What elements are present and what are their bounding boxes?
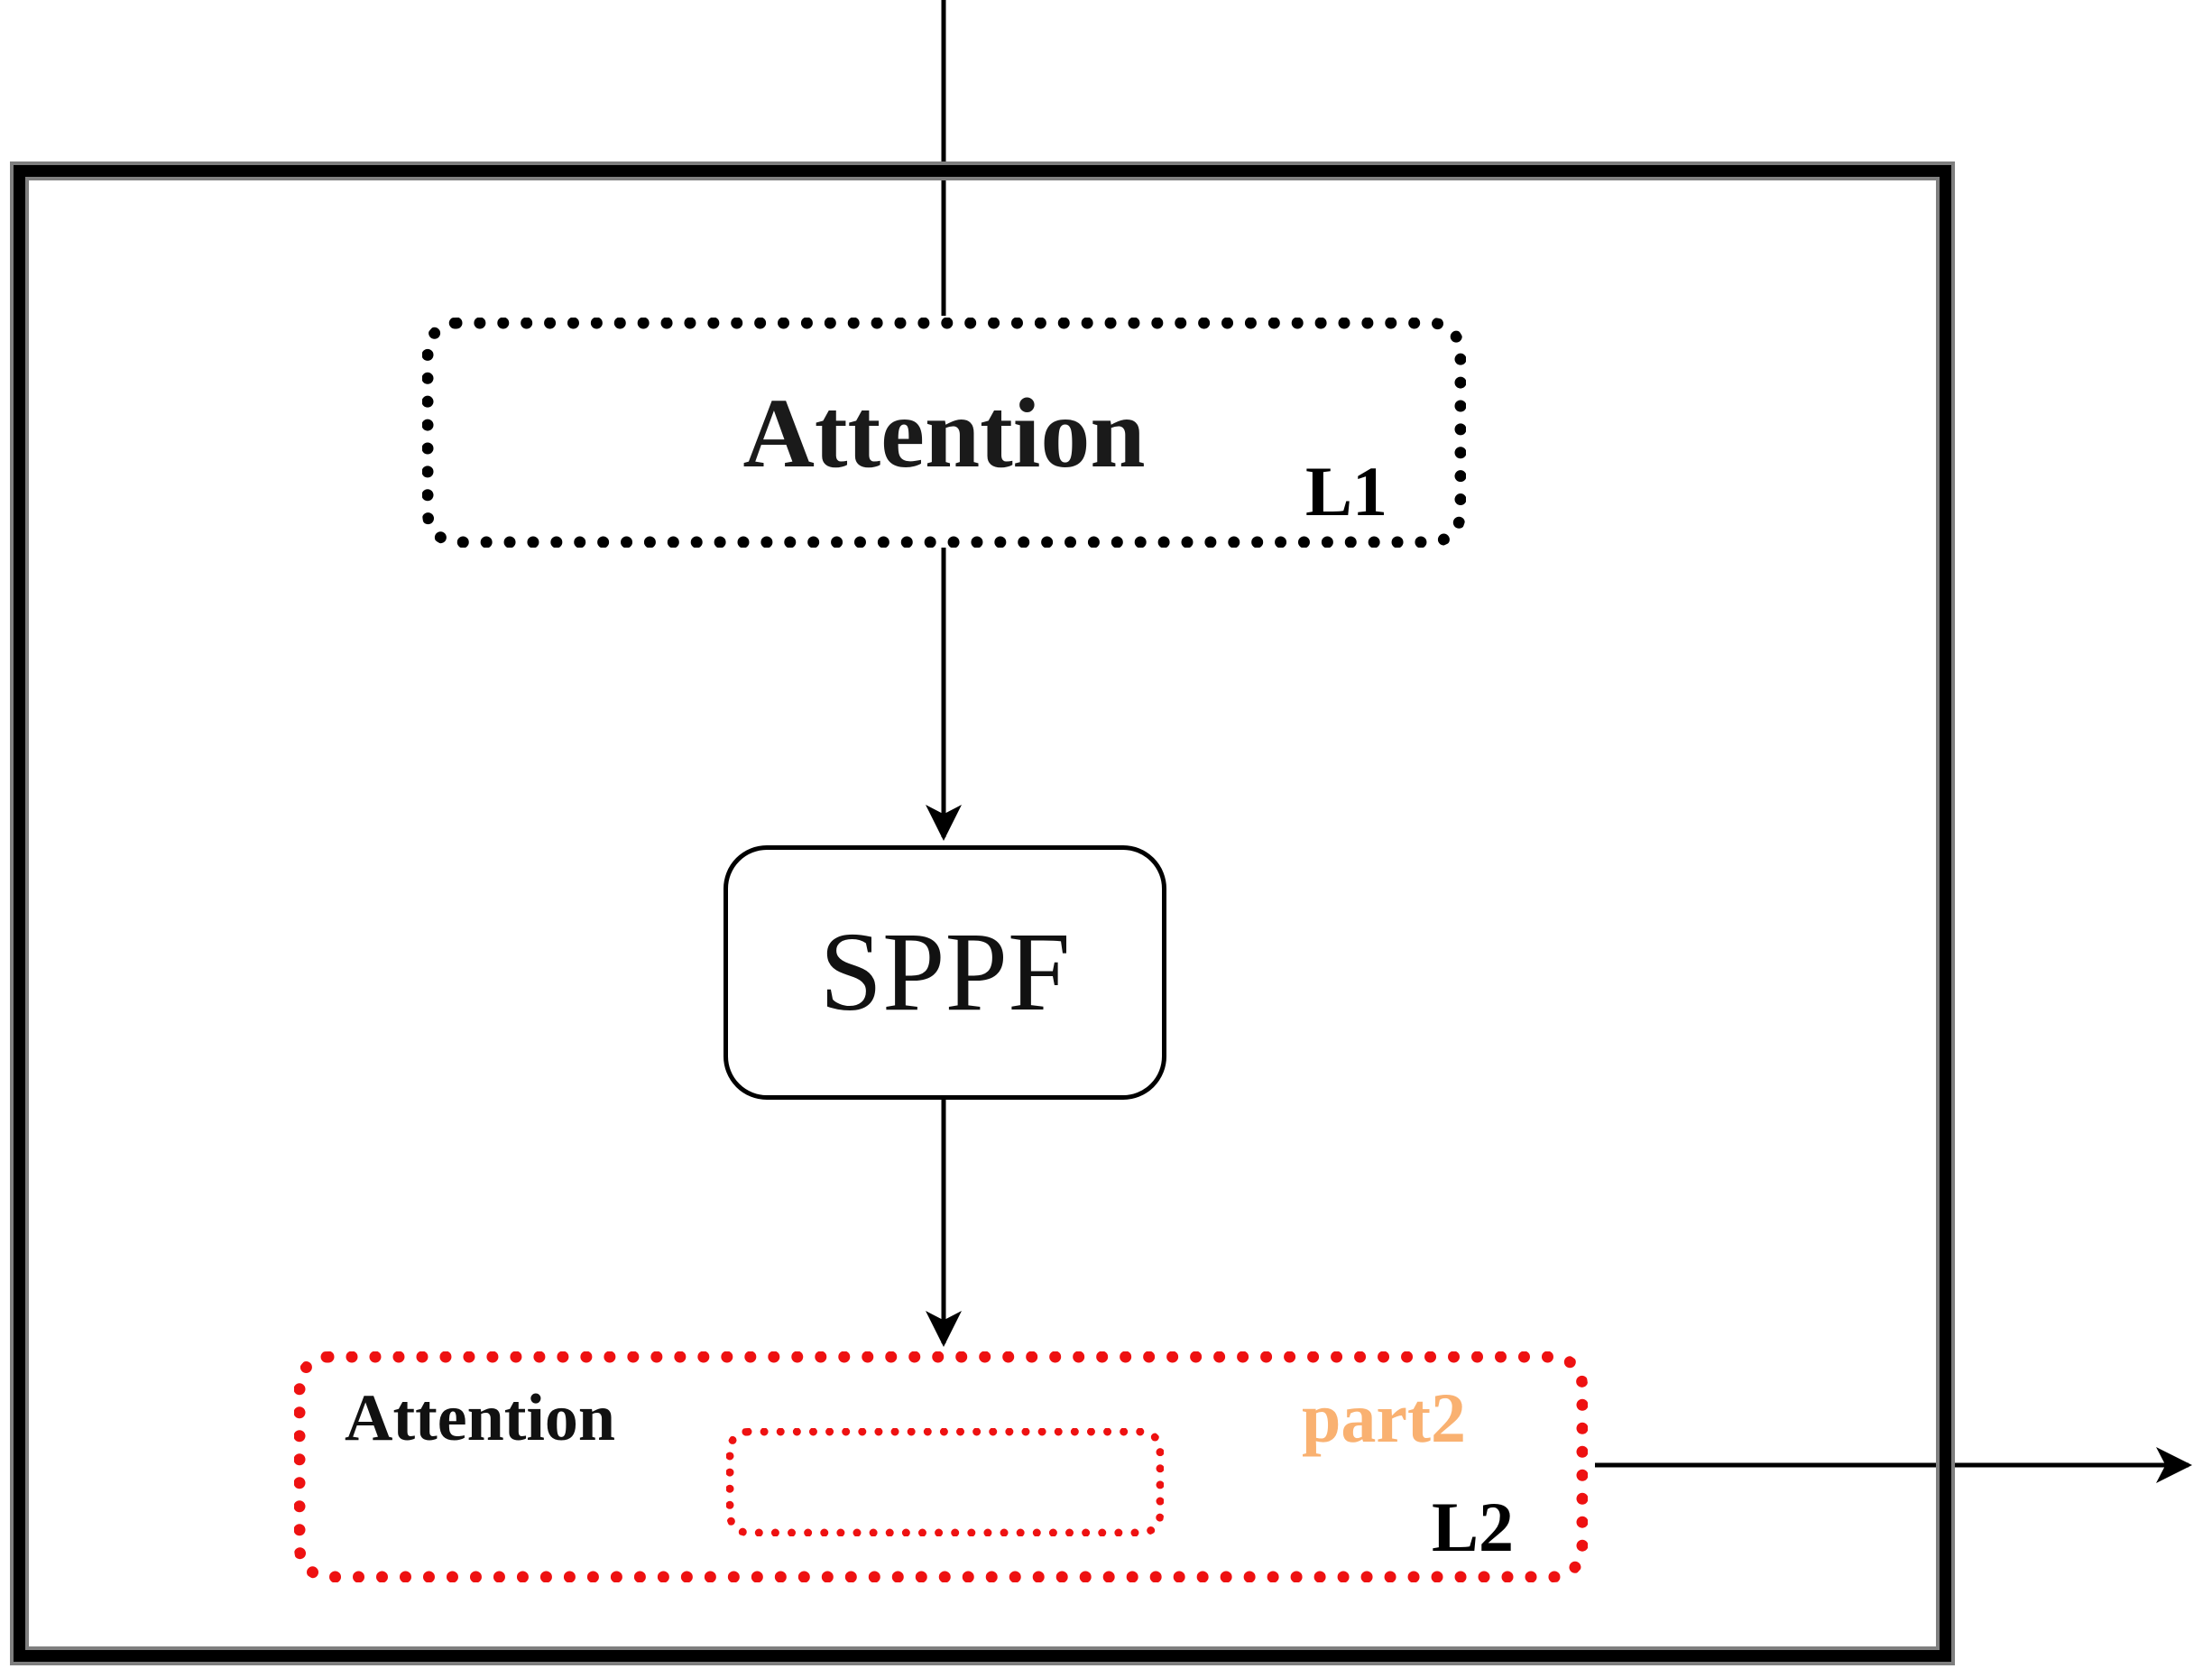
attention-l2-box: Attention part2 L2 <box>294 1351 1588 1582</box>
attention-l1-label: Attention <box>742 377 1146 488</box>
backbone-frame <box>14 165 1951 1662</box>
part2-label: part2 <box>1302 1378 1466 1457</box>
sppf-box: SPPF <box>724 845 1166 1100</box>
sppf-label: SPPF <box>819 909 1071 1035</box>
attention-l1-box: Attention L1 <box>422 318 1466 548</box>
l2-tag: L2 <box>1432 1488 1515 1566</box>
attention-l2-label: Attention <box>345 1381 616 1455</box>
l1-tag: L1 <box>1304 452 1387 530</box>
l2-inner-dotted-box <box>726 1428 1164 1536</box>
